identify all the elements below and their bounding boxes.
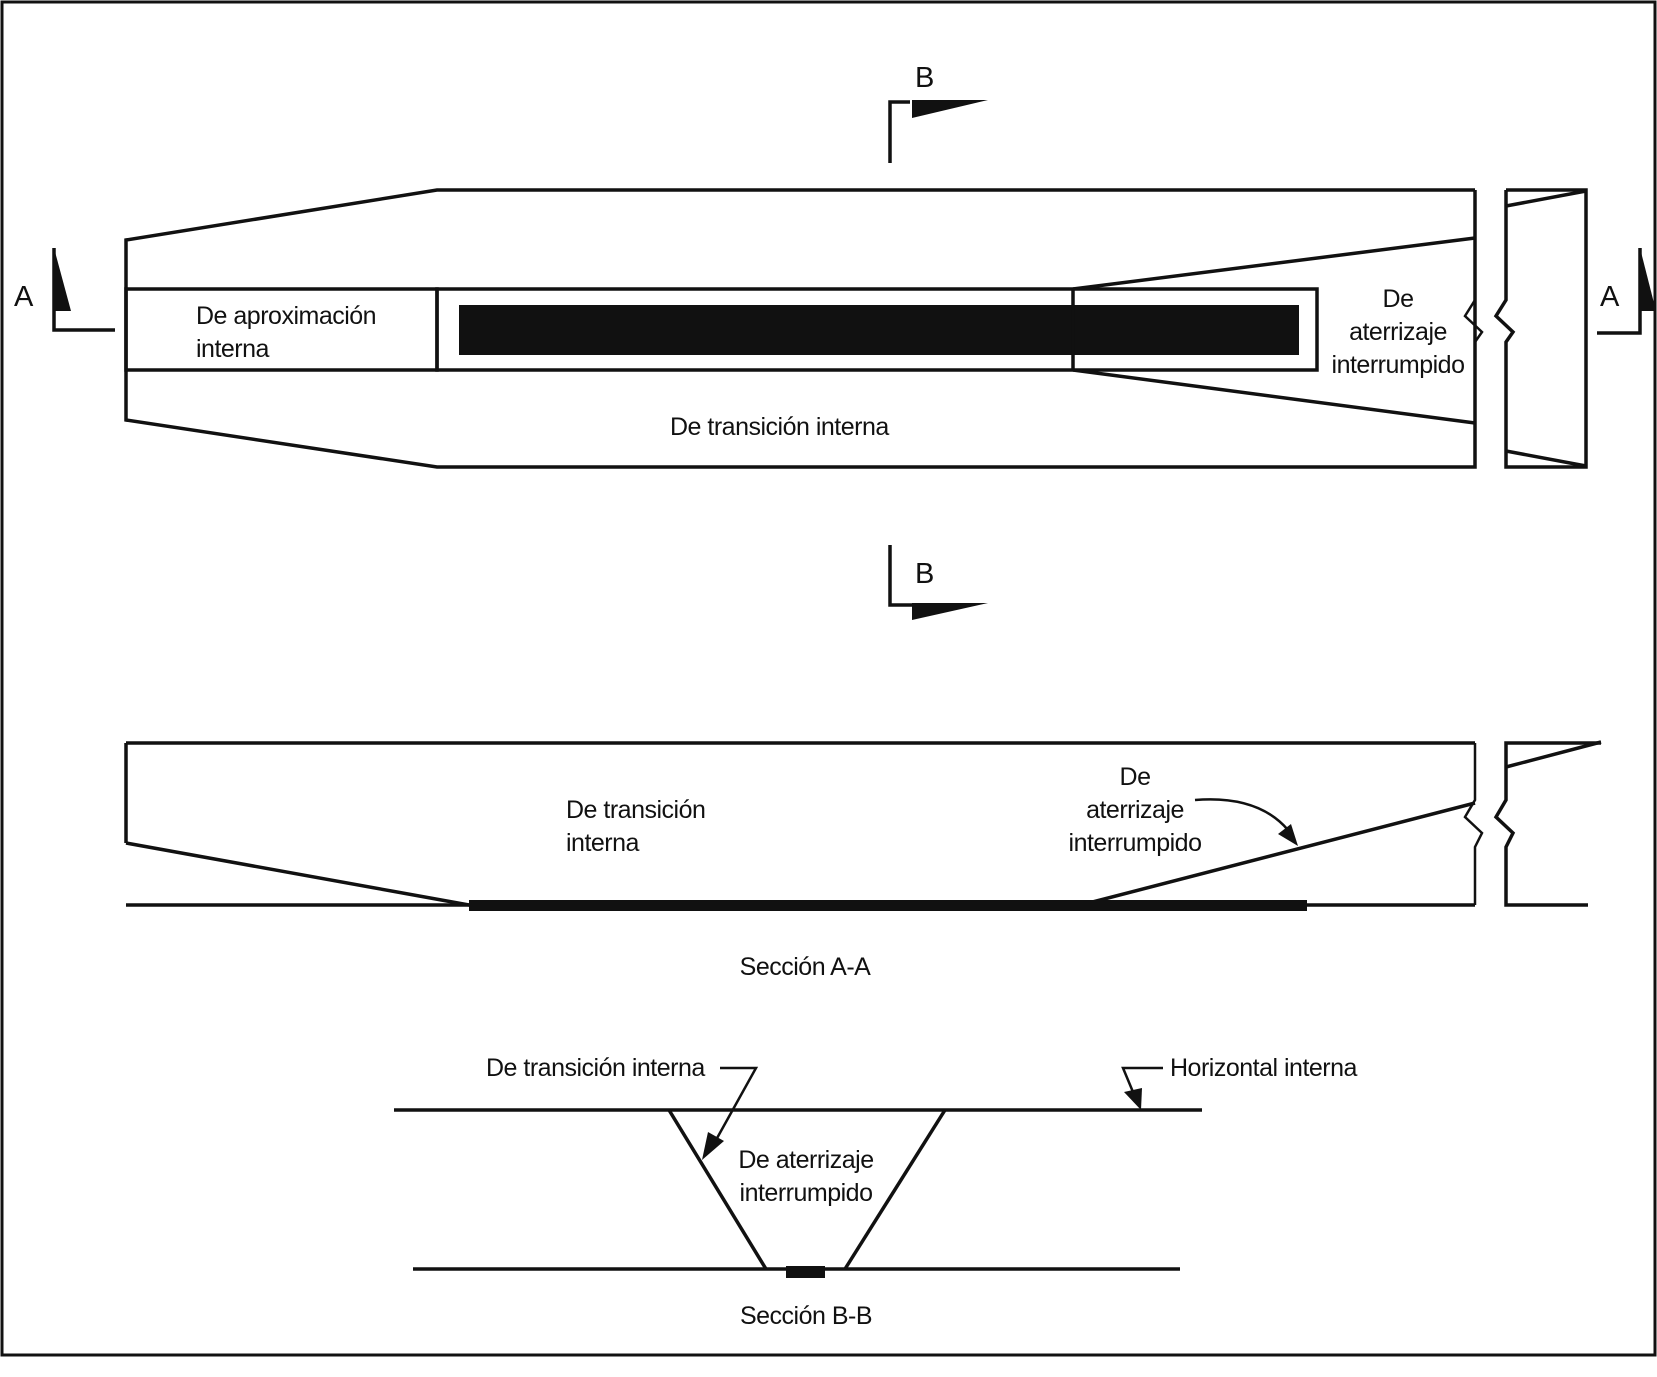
section-aa-continuation-slope bbox=[1505, 740, 1602, 769]
section-bb-transition-arrowhead bbox=[702, 1132, 724, 1160]
section-bb-left-slope bbox=[667, 1109, 768, 1270]
section-aa-balked-slope bbox=[1080, 801, 1476, 907]
continuation-edge-upper bbox=[1505, 189, 1587, 208]
runway-bar bbox=[459, 305, 1299, 355]
section-bb-runway bbox=[786, 1266, 825, 1278]
plan-continuation bbox=[1493, 188, 1588, 469]
section-bb-right-slope bbox=[843, 1109, 947, 1270]
continuation-edge-lower bbox=[1505, 449, 1587, 468]
section-marker-b-top: B bbox=[888, 62, 988, 163]
section-aa-continuation bbox=[1493, 741, 1601, 907]
section-aa-break-left bbox=[1463, 743, 1484, 905]
plan-balked-label-line1: De bbox=[1383, 285, 1414, 313]
section-bb-horizontal-label: Horizontal interna bbox=[1170, 1054, 1358, 1082]
section-bb-transition-leader bbox=[714, 1066, 759, 1141]
section-aa-transition-label-line1: De transición bbox=[566, 796, 705, 824]
approach-label-line2: interna bbox=[196, 335, 270, 363]
section-bb-balked-label-line1: De aterrizaje bbox=[738, 1146, 873, 1174]
section-bb-horizontal-leader bbox=[1121, 1066, 1163, 1093]
break-symbol-plan-left bbox=[1463, 190, 1484, 467]
section-aa-transition-slope bbox=[125, 841, 470, 907]
section-bb-balked-label-line2: interrumpido bbox=[740, 1179, 873, 1207]
section-mark-a-right-label: A bbox=[1600, 281, 1620, 313]
plan-balked-label-line3: interrumpido bbox=[1332, 351, 1465, 379]
section-mark-b-top-label: B bbox=[915, 62, 934, 94]
section-aa-balked-label-line3: interrumpido bbox=[1069, 829, 1202, 857]
runway-strip-outline bbox=[435, 287, 1319, 372]
section-aa-balked-label-line1: De bbox=[1120, 763, 1151, 791]
section-mark-a-left-label: A bbox=[14, 281, 34, 313]
section-aa-balked-label-line2: aterrizaje bbox=[1086, 796, 1184, 824]
plan-balked-label-line2: aterrizaje bbox=[1349, 318, 1447, 346]
section-aa-transition-label-line2: interna bbox=[566, 829, 640, 857]
approach-label-line1: De aproximación bbox=[196, 302, 376, 330]
section-marker-a-right: A bbox=[1597, 248, 1656, 335]
balked-landing-edge-lower bbox=[1072, 368, 1476, 425]
section-mark-b-bottom-label: B bbox=[915, 558, 934, 590]
section-aa: De transición interna De aterrizaje inte… bbox=[124, 740, 1602, 981]
plan-view: A A B B De aproximación interna De trans… bbox=[14, 62, 1656, 620]
plan-transition-label: De transición interna bbox=[670, 413, 889, 441]
section-bb-caption: Sección B-B bbox=[740, 1302, 872, 1330]
section-bb-transition-label: De transición interna bbox=[486, 1054, 705, 1082]
section-aa-runway bbox=[469, 900, 1307, 911]
section-bb: De transición interna Horizontal interna… bbox=[394, 1054, 1358, 1330]
section-marker-a-left: A bbox=[14, 248, 115, 332]
section-marker-b-bottom: B bbox=[888, 545, 988, 620]
section-aa-balked-arrowhead bbox=[1278, 824, 1298, 846]
section-aa-balked-leader bbox=[1194, 798, 1289, 831]
section-bb-horizontal-arrowhead bbox=[1124, 1088, 1142, 1110]
balked-landing-edge-upper bbox=[1072, 236, 1476, 291]
section-aa-caption: Sección A-A bbox=[740, 953, 872, 981]
